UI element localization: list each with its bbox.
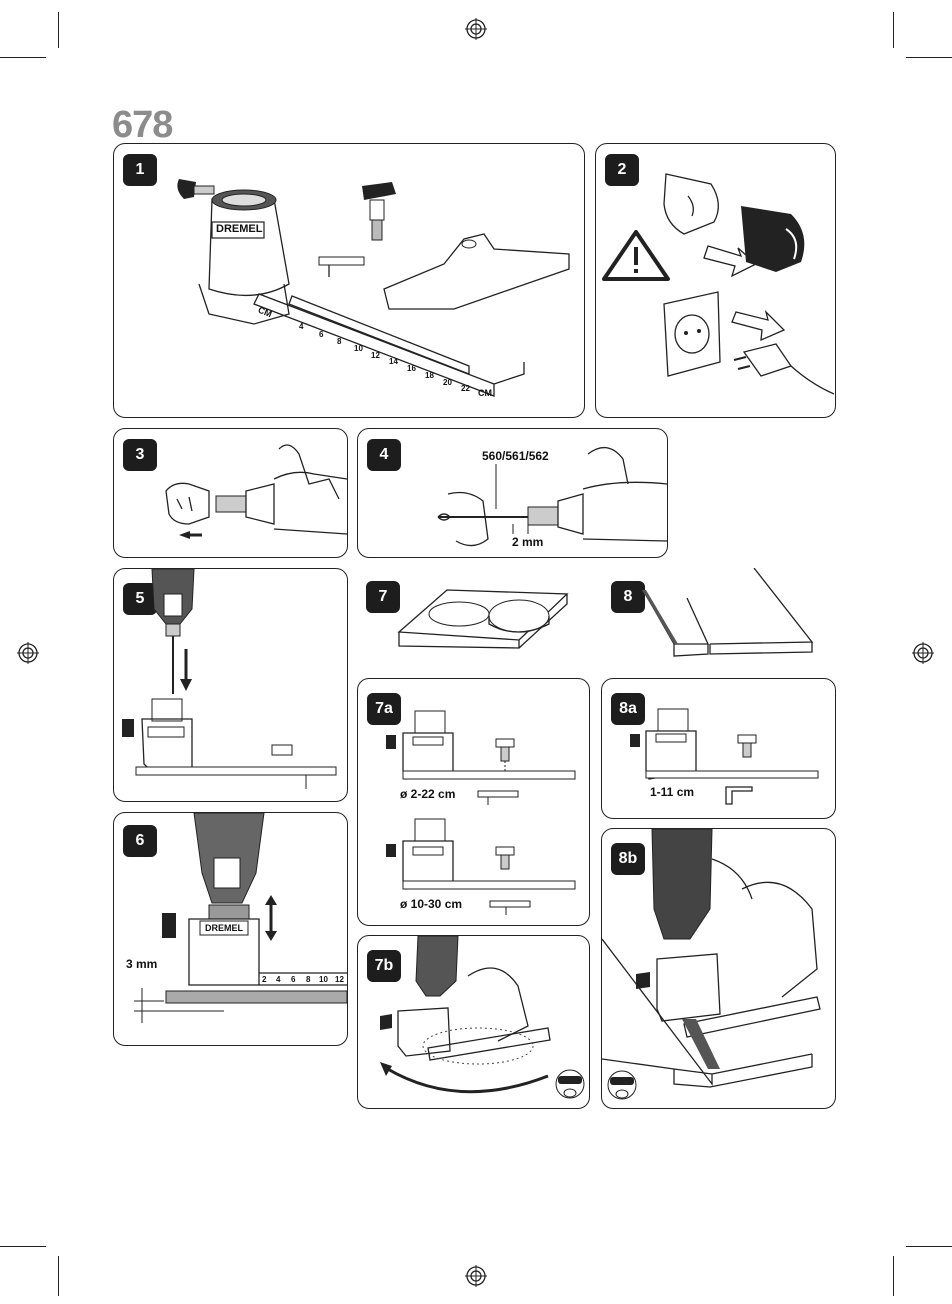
- cutting-edge-illustration: [602, 829, 821, 1100]
- warning-triangle-icon: [602, 230, 670, 281]
- set-depth-illustration: [134, 813, 347, 1023]
- figure-panel-1: 1 CM DREMEL 4 6 8 10 12 14 16 18 20 22 C…: [113, 143, 585, 418]
- registration-mark-icon: [465, 1265, 487, 1287]
- ruler-tick-label: 4: [276, 975, 281, 984]
- step-badge: 5: [123, 583, 157, 615]
- cutting-circle-illustration: [380, 936, 585, 1099]
- step-badge: 2: [605, 154, 639, 186]
- step-badge: 7: [366, 581, 400, 613]
- registration-mark-icon: [912, 642, 934, 664]
- figure-panel-8: 8: [602, 568, 834, 668]
- figure-panel-8b: 8b: [601, 828, 836, 1109]
- ruler-tick-label: 22: [461, 384, 470, 393]
- step-badge: 6: [123, 825, 157, 857]
- step-badge: 1: [123, 154, 157, 186]
- figure-panel-8a: 8a 1-11 cm: [601, 678, 836, 819]
- safety-goggles-mask-icon: [555, 1069, 585, 1099]
- crop-mark: [58, 1256, 59, 1296]
- circle-cutter-attachment-illustration: [177, 179, 570, 397]
- ruler-tick-label: 12: [371, 351, 380, 360]
- step-badge: 8a: [611, 693, 645, 725]
- crop-mark: [0, 57, 46, 58]
- ruler-tick-label: 20: [443, 378, 452, 387]
- edge-guide-setup-illustration: [630, 708, 819, 805]
- ruler-tick-label: 8: [337, 337, 342, 346]
- wall-socket-icon: [674, 314, 710, 354]
- crop-mark: [906, 57, 952, 58]
- ruler-tick-label: 10: [354, 344, 363, 353]
- edge-cut-result-illustration: [641, 568, 814, 657]
- circle-cut-result-illustration: [397, 589, 569, 649]
- figure-panel-6: 6 3 mm DREMEL 2 4 6 8 10 12: [113, 812, 348, 1046]
- range-edge-label: 1-11 cm: [650, 785, 695, 799]
- ruler-setup-illustration: [386, 710, 576, 915]
- step-badge: 7a: [367, 693, 401, 725]
- crop-mark: [58, 12, 59, 48]
- crop-mark: [893, 12, 894, 48]
- range-large-label: ø 10-30 cm: [400, 897, 463, 911]
- bit-number-label: 560/561/562: [482, 449, 549, 463]
- ruler-tick-label: 4: [299, 322, 304, 331]
- ruler-tick-label: 8: [306, 975, 311, 984]
- range-small-label: ø 2-22 cm: [400, 787, 456, 801]
- disconnect-power-illustration: [602, 173, 835, 395]
- ruler-tick-label: 14: [389, 357, 398, 366]
- ruler-tick-label: 6: [291, 975, 296, 984]
- crop-mark: [0, 1246, 46, 1247]
- registration-mark-icon: [465, 18, 487, 40]
- figure-panel-7b: 7b: [357, 935, 590, 1109]
- ruler-tick-label: 2: [262, 975, 267, 984]
- figure-panel-7a: 7a ø 2-22 cm ø 10-30 cm: [357, 678, 590, 926]
- page-number: 678: [112, 104, 173, 146]
- depth-setting-label: 3 mm: [126, 957, 158, 971]
- figure-panel-5: 5: [113, 568, 348, 802]
- figure-panel-2: 2: [595, 143, 836, 418]
- ruler-tick-label: 6: [319, 330, 324, 339]
- crop-mark: [906, 1246, 952, 1247]
- ruler-tick-label: 10: [319, 975, 328, 984]
- power-plug-icon: [733, 343, 835, 395]
- insert-bit-illustration: [437, 447, 667, 547]
- ruler-tick-label: 12: [335, 975, 344, 984]
- step-badge: 7b: [367, 950, 401, 982]
- ruler-unit-label: CM: [478, 388, 492, 398]
- drill-pivot-hole-illustration: [122, 569, 337, 789]
- step-badge: 3: [123, 439, 157, 471]
- safety-goggles-mask-icon: [607, 1070, 637, 1100]
- registration-mark-icon: [17, 642, 39, 664]
- step-badge: 8: [611, 581, 645, 613]
- crop-mark: [893, 1256, 894, 1296]
- figure-panel-4: 4 560/561/562 2 mm: [357, 428, 668, 558]
- figure-panel-3: 3: [113, 428, 348, 558]
- remove-nosecap-illustration: [165, 444, 347, 539]
- bit-depth-label: 2 mm: [512, 535, 544, 549]
- ruler-tick-label: 18: [425, 371, 434, 380]
- brand-label: DREMEL: [205, 923, 243, 933]
- figure-panel-7: 7: [357, 568, 587, 668]
- ruler-tick-label: 16: [407, 364, 416, 373]
- step-badge: 4: [367, 439, 401, 471]
- brand-label: DREMEL: [216, 223, 263, 235]
- step-badge: 8b: [611, 843, 645, 875]
